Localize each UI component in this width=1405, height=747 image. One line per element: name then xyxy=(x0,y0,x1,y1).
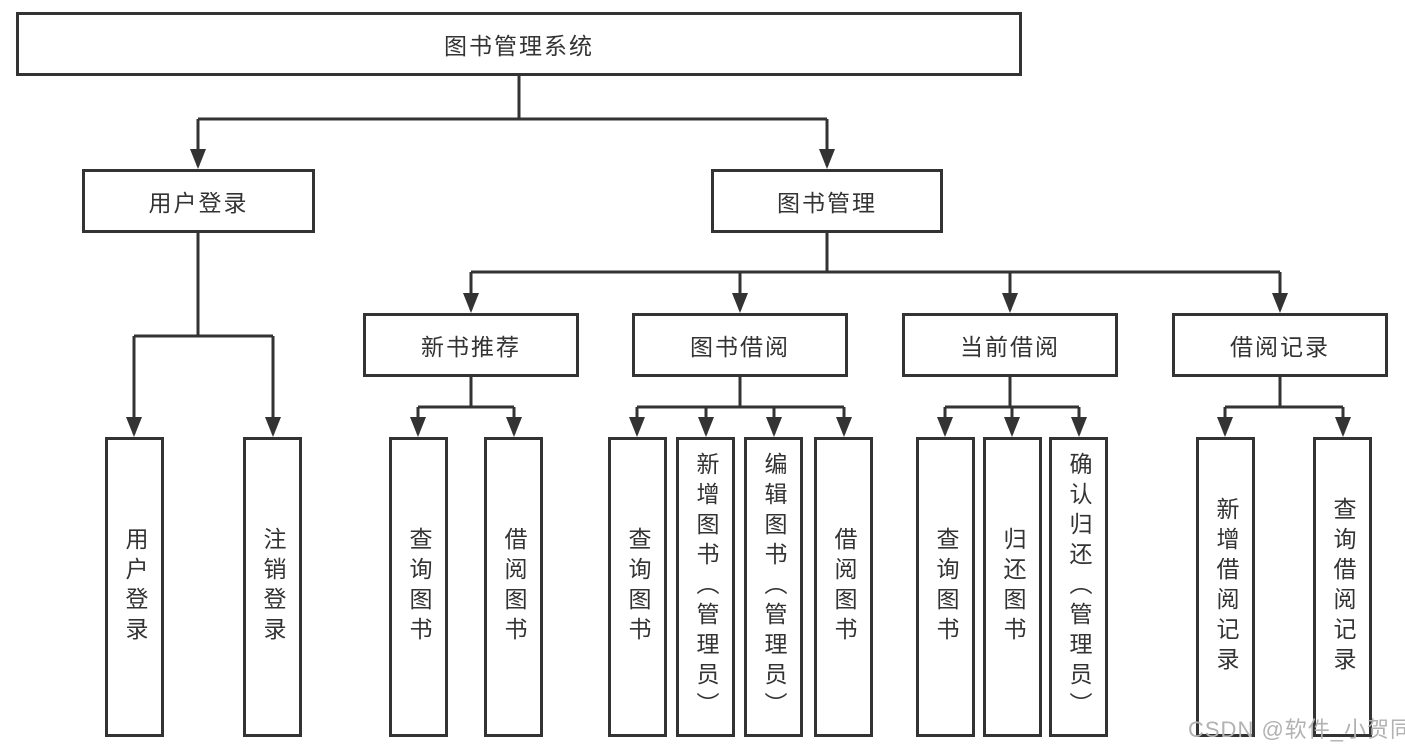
node-label: 编辑图书（管理员） xyxy=(761,452,787,722)
node-label: 借阅记录 xyxy=(1230,334,1330,360)
leaf-add-borrow-record: 新增借阅记录 xyxy=(1196,437,1255,737)
leaf-edit-books-admin: 编辑图书（管理员） xyxy=(744,437,803,737)
node-label: 查询图书 xyxy=(933,527,959,647)
leaf-borrow-books-1: 借阅图书 xyxy=(484,437,543,737)
node-label: 确认归还（管理员） xyxy=(1066,452,1092,722)
leaf-confirm-return-admin: 确认归还（管理员） xyxy=(1049,437,1108,737)
leaf-user-login: 用户登录 xyxy=(105,437,164,737)
leaf-logout: 注销登录 xyxy=(243,437,302,737)
leaf-borrow-books-2: 借阅图书 xyxy=(814,437,873,737)
node-label: 查询借阅记录 xyxy=(1330,497,1356,677)
connector-lines xyxy=(132,68,1345,434)
node-user-login: 用户登录 xyxy=(82,169,315,233)
node-current-borrowing: 当前借阅 xyxy=(902,313,1118,377)
leaf-return-books: 归还图书 xyxy=(983,437,1042,737)
node-label: 用户登录 xyxy=(122,527,148,647)
leaf-query-books-1: 查询图书 xyxy=(389,437,448,737)
node-library-management-system: 图书管理系统 xyxy=(16,12,1022,76)
node-label: 查询图书 xyxy=(625,527,651,647)
node-label: 用户登录 xyxy=(148,190,249,216)
leaf-query-books-3: 查询图书 xyxy=(916,437,975,737)
node-label: 归还图书 xyxy=(1000,527,1026,647)
arrow-down-icons xyxy=(126,149,1351,437)
node-label: 当前借阅 xyxy=(960,334,1060,360)
node-borrowing-records: 借阅记录 xyxy=(1172,313,1388,377)
node-label: 新增借阅记录 xyxy=(1213,497,1239,677)
node-label: 图书借阅 xyxy=(690,334,790,360)
node-label: 图书管理系统 xyxy=(444,33,594,59)
node-label: 图书管理 xyxy=(777,190,877,216)
node-new-book-recommend: 新书推荐 xyxy=(363,313,579,377)
leaf-add-books-admin: 新增图书（管理员） xyxy=(676,437,735,737)
node-book-management: 图书管理 xyxy=(711,169,943,233)
node-label: 新书推荐 xyxy=(421,334,521,360)
node-label: 查询图书 xyxy=(406,527,432,647)
node-label: 借阅图书 xyxy=(831,527,857,647)
csdn-watermark: CSDN @软件_小贺同学 xyxy=(1188,717,1405,742)
node-label: 注销登录 xyxy=(260,527,286,647)
leaf-query-borrow-record: 查询借阅记录 xyxy=(1313,437,1372,737)
node-label: 借阅图书 xyxy=(501,527,527,647)
leaf-query-books-2: 查询图书 xyxy=(608,437,667,737)
node-book-borrowing: 图书借阅 xyxy=(632,313,848,377)
node-label: 新增图书（管理员） xyxy=(693,452,719,722)
